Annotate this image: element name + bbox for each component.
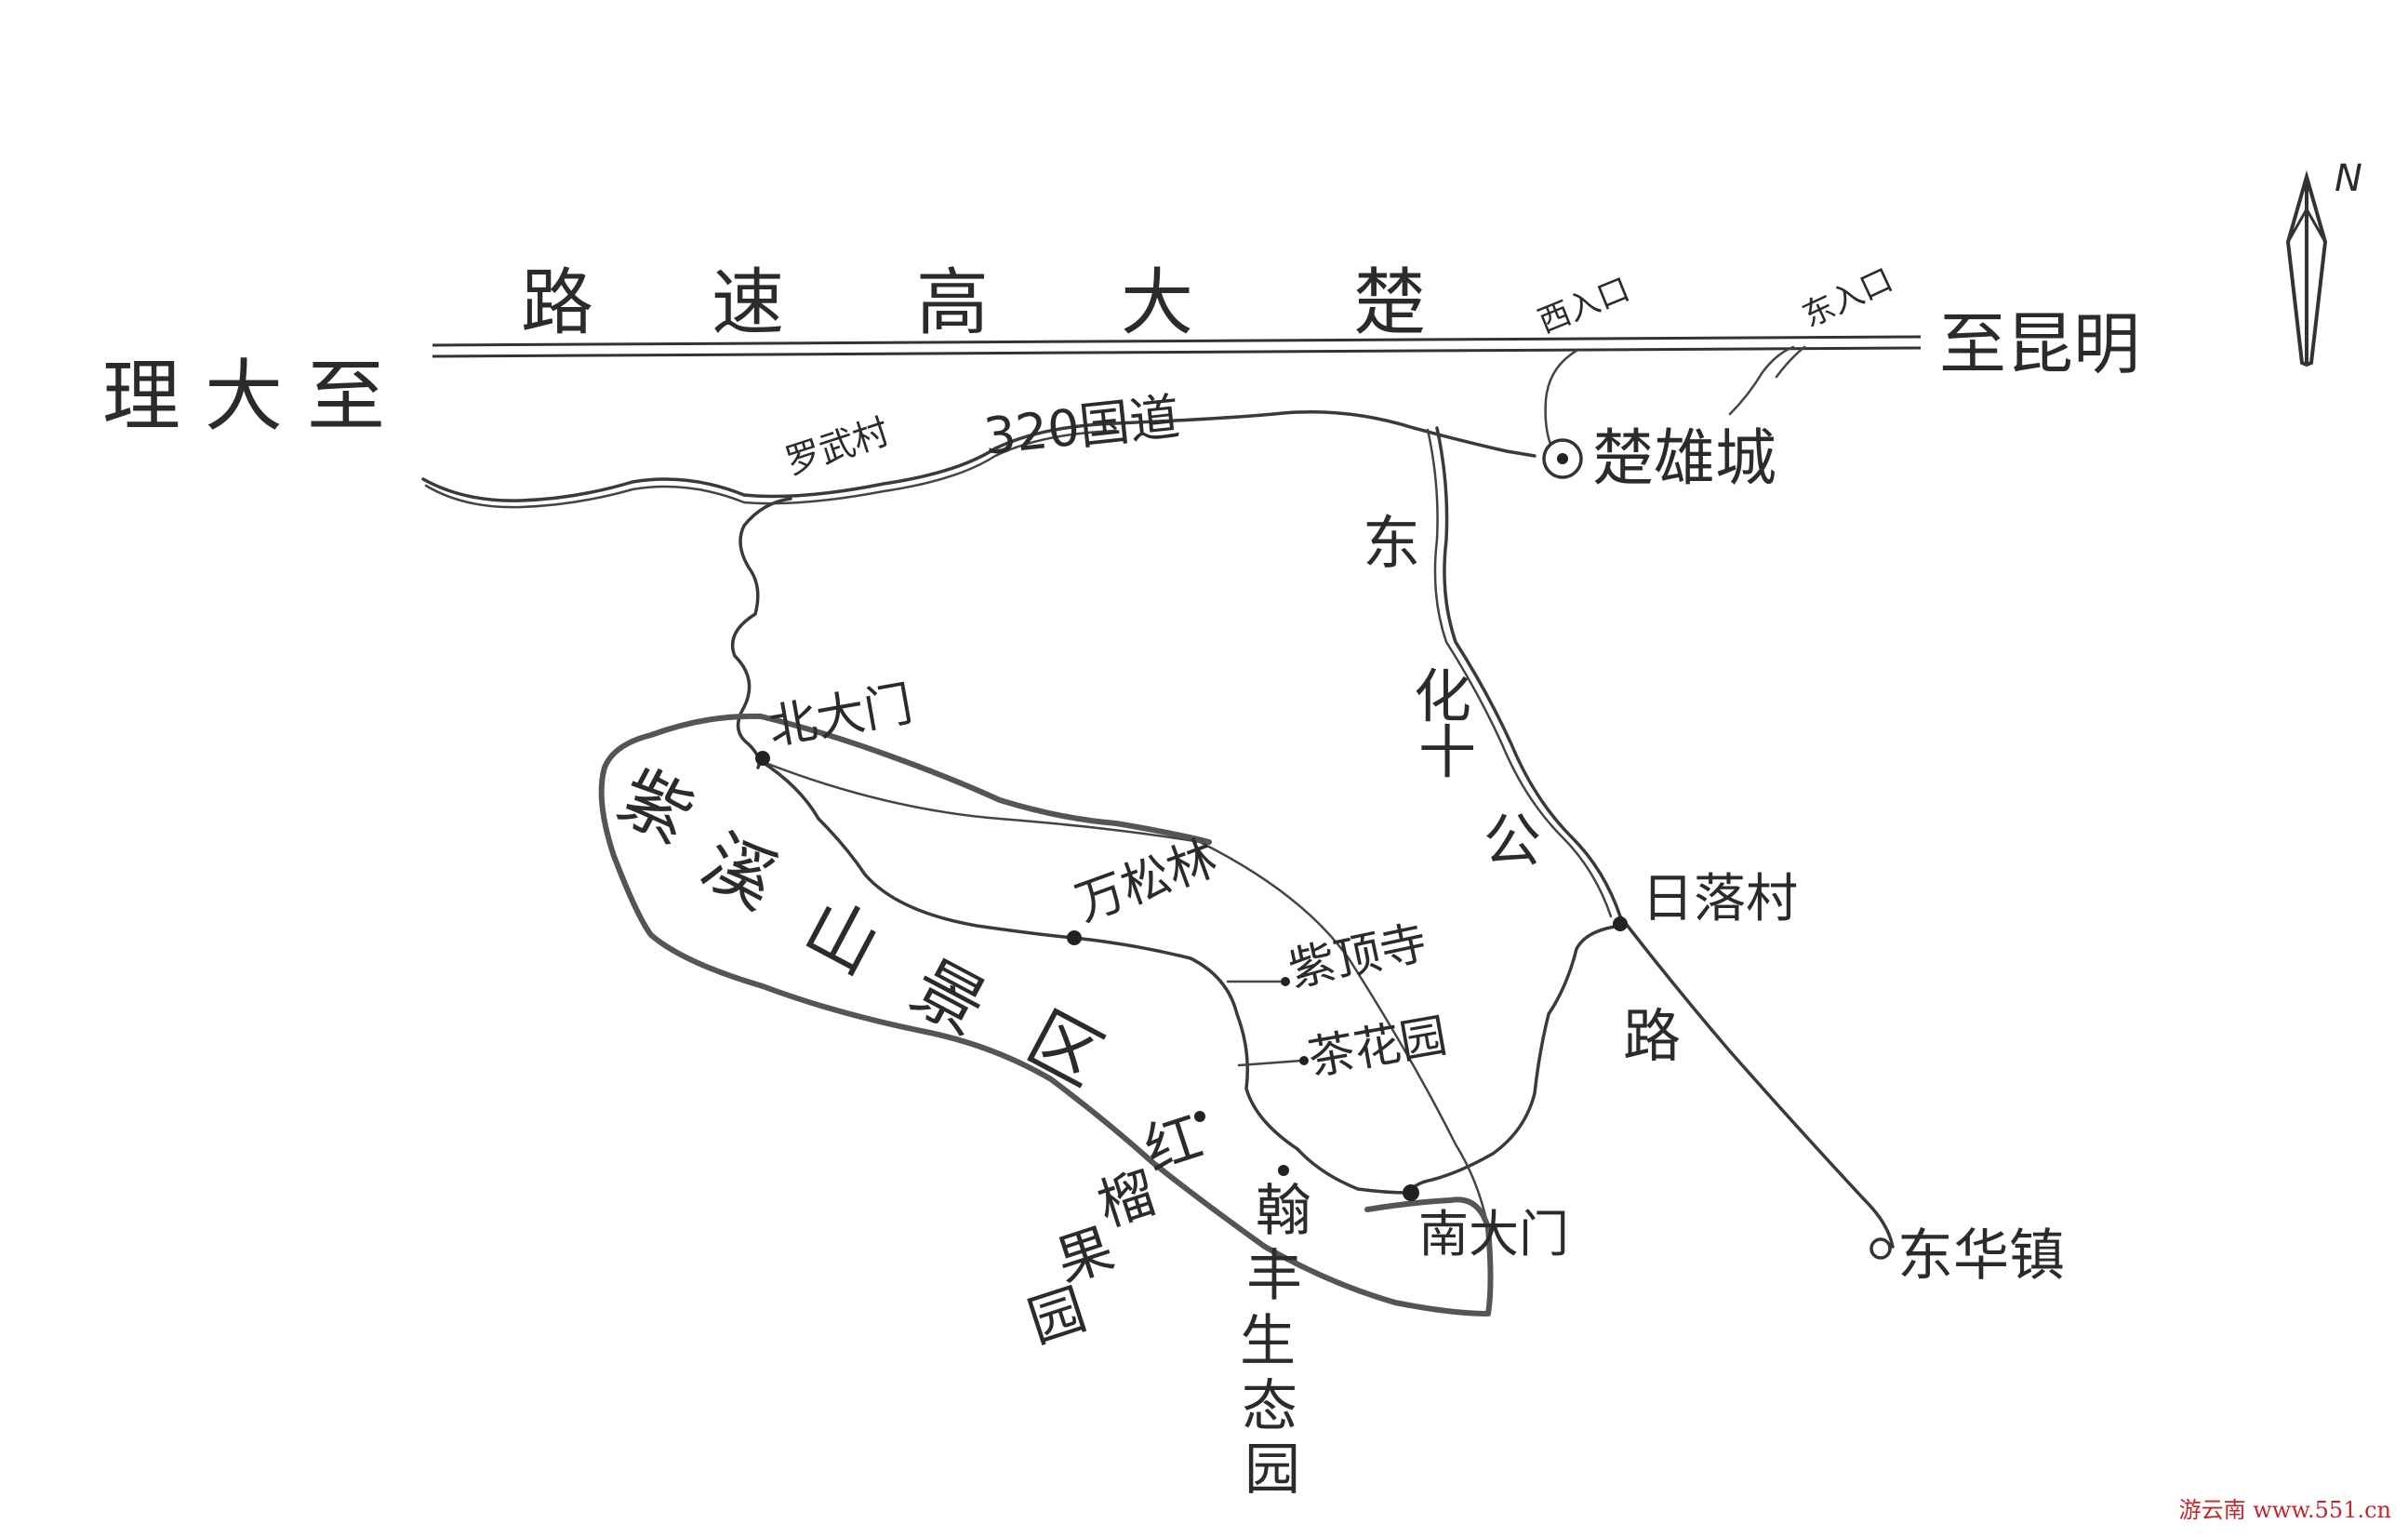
chuxiong-city-label: 楚雄城 (1592, 422, 1776, 494)
svg-text:丰: 丰 (1246, 1244, 1302, 1309)
svg-text:至: 至 (307, 351, 385, 442)
tea-garden-label: 茶花园 (1304, 1009, 1451, 1086)
svg-text:速: 速 (712, 261, 784, 345)
chuda-expressway (432, 335, 1922, 358)
spur-tea-garden (1237, 1059, 1304, 1067)
svg-text:园: 园 (1244, 1437, 1300, 1503)
donghua-town-label: 东华镇 (1897, 1223, 2065, 1289)
internal-road (759, 759, 1411, 1195)
scenic-area-boundary (598, 713, 1494, 1316)
svg-text:大: 大 (205, 351, 283, 442)
hongliu-orchard-dot (1194, 1111, 1205, 1122)
svg-text:态: 态 (1242, 1374, 1297, 1439)
svg-text:区: 区 (1015, 996, 1116, 1102)
riluo-village-dot (1613, 916, 1628, 931)
hanfeng-park-label: 翰 丰 生 态 园 (1240, 1179, 1311, 1503)
south-gate-dot (1403, 1184, 1419, 1201)
site-watermark: 游云南 www.551.cn (2178, 1497, 2391, 1523)
riluo-village-label: 日落村 (1642, 869, 1798, 929)
wansong-forest-dot (1067, 930, 1082, 945)
south-gate-label: 南大门 (1418, 1205, 1569, 1263)
svg-text:翰: 翰 (1256, 1179, 1311, 1244)
svg-text:紫: 紫 (605, 754, 707, 860)
svg-text:高: 高 (916, 261, 989, 345)
zidingsi-temple-label: 紫顶寺 (1284, 916, 1431, 997)
svg-text:楚: 楚 (1353, 261, 1426, 345)
svg-text:生: 生 (1240, 1309, 1296, 1374)
national-road-320-inner (424, 429, 1118, 509)
east-entrance-road-2 (1775, 345, 1806, 379)
scenic-area-label: 紫 溪 山 景 区 (605, 754, 1116, 1102)
zidingsi-temple-dot (1281, 977, 1290, 986)
wansong-forest-label: 万松林 (1069, 830, 1224, 932)
to-kunming-label: 至昆明 (1939, 305, 2140, 383)
hongliu-orchard-label: 红 榴 果 园 (1020, 1104, 1210, 1356)
west-entrance-label: 西入口 (1533, 271, 1635, 341)
svg-text:大: 大 (1121, 261, 1193, 345)
east-road-inner (1426, 428, 1613, 918)
national-road-label: 320国道 (981, 387, 1183, 466)
east-road-label: 东 化 十 公 路 (1363, 509, 1681, 1070)
east-entrance-label: 东入口 (1797, 261, 1898, 335)
east-entrance-road (1728, 345, 1795, 416)
svg-text:理: 理 (102, 351, 180, 442)
diagonal-road (759, 759, 1490, 1230)
luowu-village-label: 罗武村 (780, 410, 894, 482)
svg-text:化: 化 (1414, 662, 1471, 730)
to-dali-label: 理 大 至 (102, 351, 385, 442)
svg-text:景: 景 (898, 944, 1000, 1050)
national-road-320 (421, 410, 1537, 502)
north-arrow-icon: N (2285, 157, 2362, 368)
svg-text:东: 东 (1363, 509, 1420, 577)
svg-text:公: 公 (1483, 807, 1541, 875)
north-gate-label: 北大门 (765, 676, 917, 756)
tea-garden-dot (1299, 1056, 1309, 1065)
north-arrow-label: N (2335, 157, 2362, 200)
road-to-donghua (1618, 915, 1895, 1249)
svg-text:十: 十 (1418, 718, 1476, 786)
svg-text:路: 路 (521, 261, 593, 345)
highway-label: 路 速 高 大 楚 (521, 261, 1426, 345)
donghua-town-marker (1869, 1237, 1892, 1260)
west-entrance-road (1544, 349, 1578, 448)
hanfeng-park-dot (1278, 1165, 1289, 1176)
north-gate-dot (755, 751, 770, 766)
road-to-north-gate (730, 497, 792, 769)
svg-text:溪: 溪 (689, 819, 791, 925)
road-riluo-south-gate (1407, 924, 1622, 1195)
svg-text:山: 山 (792, 884, 893, 990)
chuxiong-city-marker (1542, 438, 1583, 479)
east-road (1435, 426, 1622, 918)
svg-text:路: 路 (1623, 1002, 1681, 1070)
scenic-area-boundary-north (758, 714, 1212, 845)
